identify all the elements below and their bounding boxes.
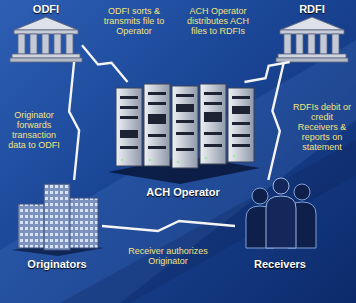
bank-icon [276,17,348,62]
lightning-connector [69,62,79,180]
node-title: Receivers [254,258,306,271]
node-title: Originators [27,258,86,271]
people-silhouettes [246,178,316,248]
server-racks [108,84,260,184]
office-buildings [12,184,104,256]
bank-node: RDFI [276,2,348,62]
light-band [0,40,356,303]
node-title: ODFI [33,3,59,16]
originator-node: Originators [12,180,102,272]
edge-label: ODFI sorts & transmits file to Operator [102,6,166,36]
operator-node: ACH Operator [108,82,258,200]
bank-node: ODFI [10,2,82,62]
lightning-connector [268,62,284,180]
edge-label: Receiver authorizes Originator [128,246,208,266]
node-title: RDFI [299,3,325,16]
edge-label: RDFIs debit or credit Receivers & report… [292,102,352,152]
receiver-node: Receivers [235,180,325,272]
node-title: ACH Operator [146,186,219,199]
lightning-connector [82,45,128,82]
edge-label: ACH Operator distributes ACH files to RD… [186,6,250,36]
edge-label: Originator forwards transaction data to … [3,110,65,150]
bank-icon [10,17,82,62]
lightning-connector [102,221,235,231]
